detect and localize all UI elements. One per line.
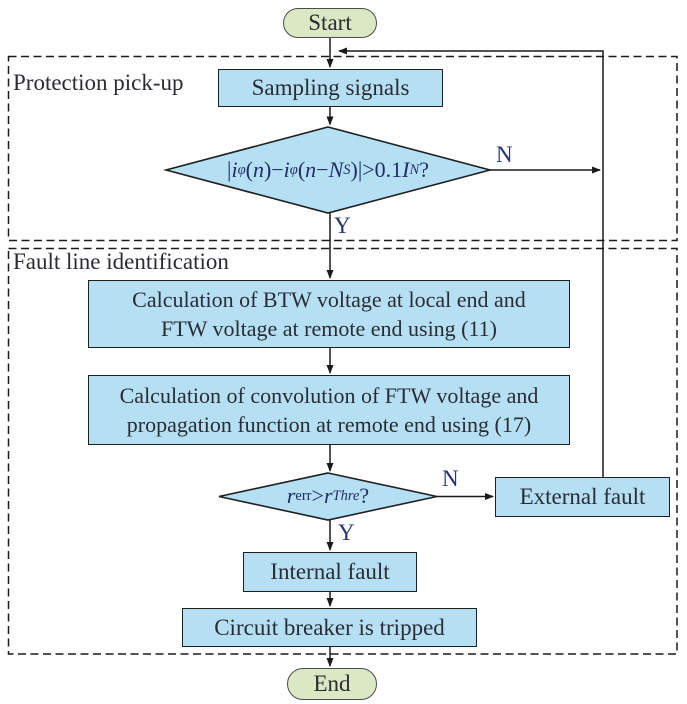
- decision2-yes-branch-label: Y: [338, 520, 355, 545]
- end-terminal: End: [287, 668, 377, 700]
- edge-feedback-external-to-main: [338, 47, 604, 477]
- start-label: Start: [308, 10, 352, 35]
- decision2-diamond: [218, 472, 438, 521]
- decision2-no-branch-label: N: [442, 466, 459, 491]
- circuit-breaker-label: Circuit breaker is tripped: [214, 614, 445, 640]
- process-internal-fault: Internal fault: [243, 552, 417, 592]
- external-fault-label: External fault: [519, 484, 646, 509]
- decision1-no-branch-label: N: [496, 142, 513, 167]
- process-circuit-breaker-tripped: Circuit breaker is tripped: [182, 608, 477, 647]
- section-label-protection-pickup: Protection pick-up: [13, 70, 184, 95]
- process-calc-convolution: Calculation of convolution of FTW voltag…: [88, 375, 570, 445]
- process-external-fault: External fault: [495, 477, 670, 517]
- calc2-line2: propagation function at remote end using…: [126, 412, 532, 437]
- section-frame-protection-pickup: [7, 55, 678, 242]
- section-label-fault-line-identification: Fault line identification: [13, 249, 229, 274]
- calc1-line1: Calculation of BTW voltage at local end …: [132, 287, 526, 312]
- decision1-yes-branch-label: Y: [334, 213, 351, 238]
- internal-fault-label: Internal fault: [270, 559, 390, 584]
- process-calc-btw-ftw-voltage: Calculation of BTW voltage at local end …: [88, 280, 570, 348]
- sampling-label: Sampling signals: [251, 75, 410, 100]
- calc2-line1: Calculation of convolution of FTW voltag…: [119, 383, 539, 408]
- section-frame-fault-line-identification: [7, 247, 678, 655]
- start-terminal: Start: [283, 8, 377, 38]
- process-sampling-signals: Sampling signals: [218, 69, 443, 107]
- end-label: End: [313, 671, 351, 696]
- decision1-diamond: [162, 126, 494, 214]
- calc1-line2: FTW voltage at remote end using (11): [160, 316, 498, 341]
